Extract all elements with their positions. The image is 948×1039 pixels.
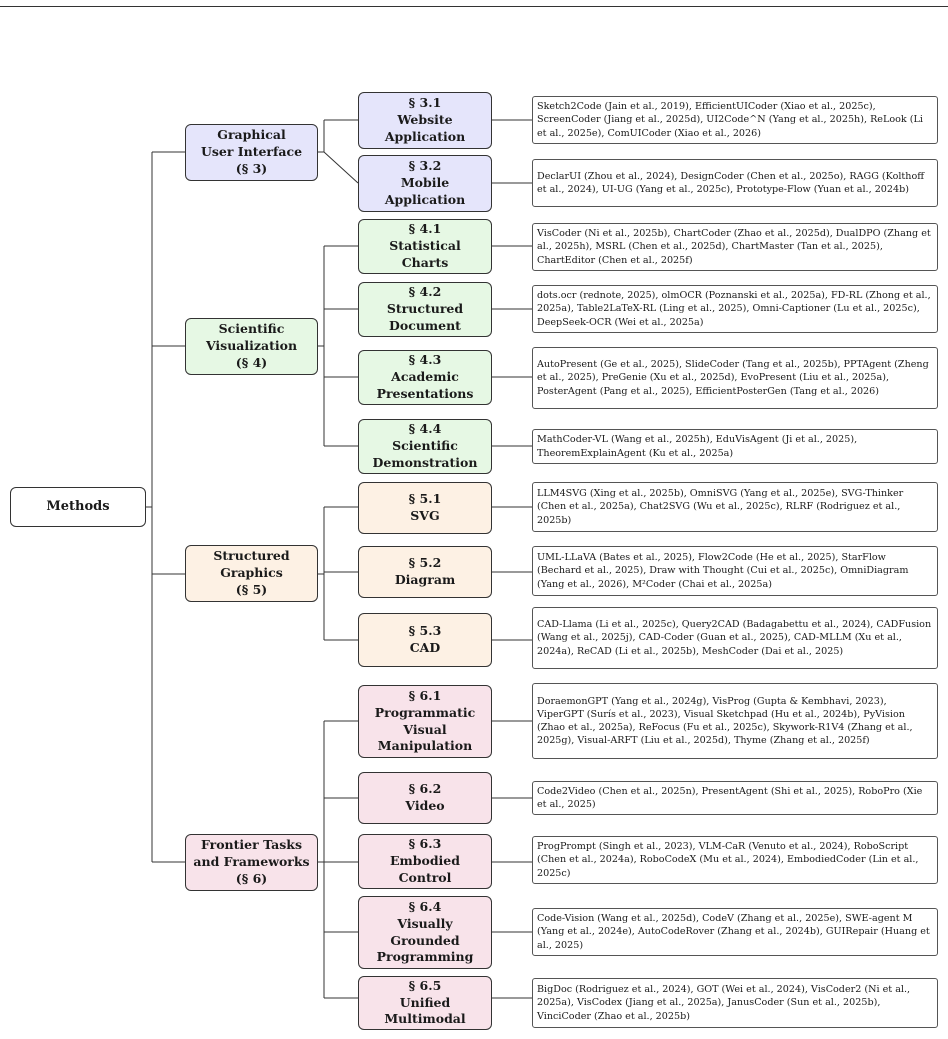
refs-4-1: VisCoder (Ni et al., 2025b), ChartCoder … (532, 223, 938, 271)
refs-text: VisCoder (Ni et al., 2025b), ChartCoder … (537, 228, 931, 266)
refs-6-1: DoraemonGPT (Yang et al., 2024g), VisPro… (532, 683, 938, 759)
sub-4-2-structured-document: § 4.2 Structured Document (358, 282, 492, 337)
refs-6-3: ProgPrompt (Singh et al., 2023), VLM-CaR… (532, 836, 938, 884)
refs-text: LLM4SVG (Xing et al., 2025b), OmniSVG (Y… (537, 488, 904, 526)
refs-4-4: MathCoder-VL (Wang et al., 2025h), EduVi… (532, 429, 938, 464)
category-frontier-tasks: Frontier Tasks and Frameworks (§ 6) (185, 834, 318, 891)
refs-text: Sketch2Code (Jain et al., 2019), Efficie… (537, 101, 923, 139)
refs-6-4: Code-Vision (Wang et al., 2025d), CodeV … (532, 908, 938, 956)
refs-text: MathCoder-VL (Wang et al., 2025h), EduVi… (537, 434, 858, 459)
top-rule (0, 6, 948, 7)
refs-text: CAD-Llama (Li et al., 2025c), Query2CAD … (537, 619, 932, 657)
refs-3-2: DeclarUI (Zhou et al., 2024), DesignCode… (532, 159, 938, 207)
refs-6-5: BigDoc (Rodriguez et al., 2024), GOT (We… (532, 978, 938, 1028)
sub-4-4-scientific-demonstration: § 4.4 Scientific Demonstration (358, 419, 492, 474)
sub-5-2-diagram: § 5.2 Diagram (358, 546, 492, 598)
refs-text: Code-Vision (Wang et al., 2025d), CodeV … (537, 913, 930, 951)
sub-6-3-embodied-control: § 6.3 Embodied Control (358, 834, 492, 889)
refs-4-3: AutoPresent (Ge et al., 2025), SlideCode… (532, 347, 938, 409)
sub-6-5-unified-multimodal: § 6.5 Unified Multimodal (358, 976, 492, 1030)
refs-6-2: Code2Video (Chen et al., 2025n), Present… (532, 781, 938, 815)
refs-text: DeclarUI (Zhou et al., 2024), DesignCode… (537, 170, 925, 195)
sub-3-1-website-application: § 3.1 Website Application (358, 92, 492, 149)
refs-5-2: UML-LLaVA (Bates et al., 2025), Flow2Cod… (532, 546, 938, 596)
sub-6-2-video: § 6.2 Video (358, 772, 492, 824)
refs-text: UML-LLaVA (Bates et al., 2025), Flow2Cod… (537, 552, 909, 590)
sub-3-2-mobile-application: § 3.2 Mobile Application (358, 155, 492, 212)
sub-4-3-academic-presentations: § 4.3 Academic Presentations (358, 350, 492, 405)
sub-4-1-statistical-charts: § 4.1 Statistical Charts (358, 219, 492, 274)
root-methods: Methods (10, 487, 146, 527)
refs-text: Code2Video (Chen et al., 2025n), Present… (537, 785, 923, 810)
refs-4-2: dots.ocr (rednote, 2025), olmOCR (Poznan… (532, 285, 938, 333)
category-scientific-visualization: Scientific Visualization (§ 4) (185, 318, 318, 375)
category-structured-graphics: Structured Graphics (§ 5) (185, 545, 318, 602)
refs-5-3: CAD-Llama (Li et al., 2025c), Query2CAD … (532, 607, 938, 669)
sub-6-1-programmatic-visual-manipulation: § 6.1 Programmatic Visual Manipulation (358, 685, 492, 758)
sub-5-3-cad: § 5.3 CAD (358, 613, 492, 667)
refs-5-1: LLM4SVG (Xing et al., 2025b), OmniSVG (Y… (532, 482, 938, 532)
category-gui: Graphical User Interface (§ 3) (185, 124, 318, 181)
refs-text: ProgPrompt (Singh et al., 2023), VLM-CaR… (537, 841, 919, 879)
sub-6-4-visually-grounded-programming: § 6.4 Visually Grounded Programming (358, 896, 492, 969)
refs-text: dots.ocr (rednote, 2025), olmOCR (Poznan… (537, 290, 931, 328)
sub-5-1-svg: § 5.1 SVG (358, 482, 492, 534)
refs-3-1: Sketch2Code (Jain et al., 2019), Efficie… (532, 96, 938, 144)
refs-text: DoraemonGPT (Yang et al., 2024g), VisPro… (537, 695, 913, 747)
refs-text: BigDoc (Rodriguez et al., 2024), GOT (We… (537, 984, 911, 1022)
refs-text: AutoPresent (Ge et al., 2025), SlideCode… (537, 359, 929, 397)
